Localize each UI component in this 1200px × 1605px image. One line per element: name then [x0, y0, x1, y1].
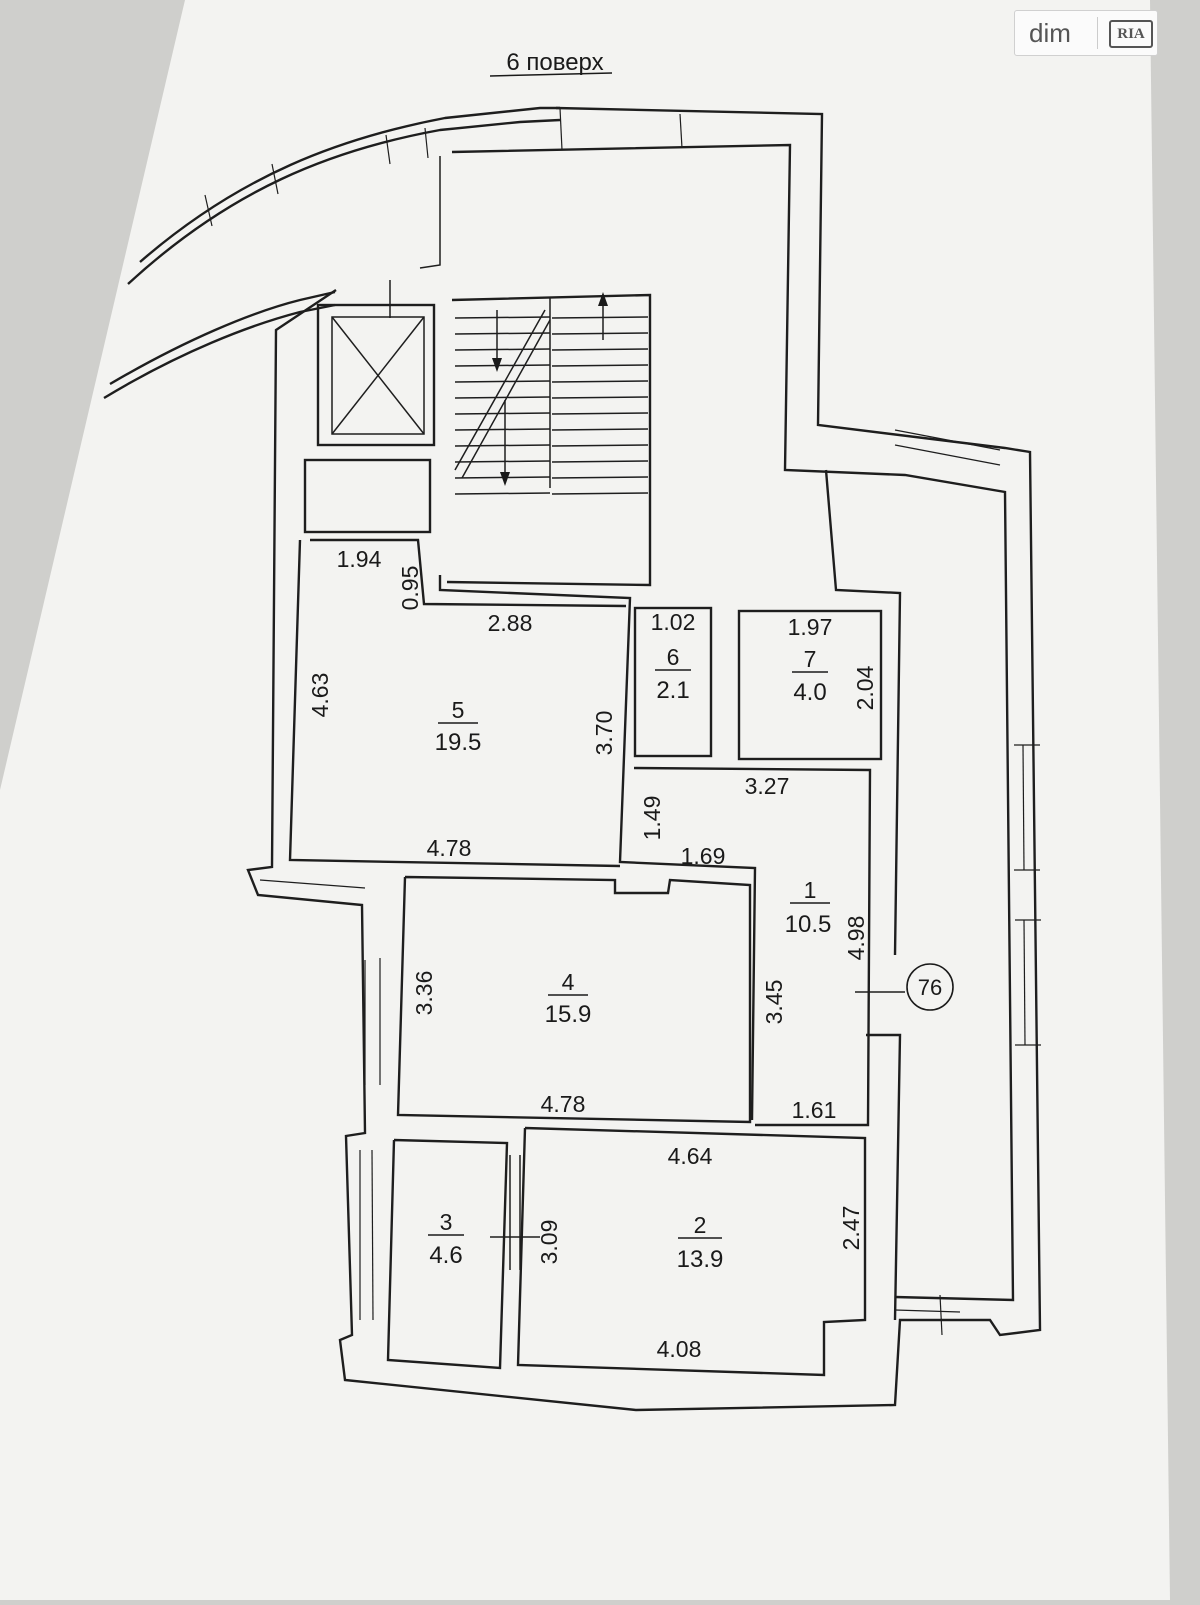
room-6-label: 6 2.1	[655, 644, 691, 704]
curved-facade	[103, 106, 561, 400]
dimension-label: 4.08	[657, 1336, 702, 1362]
dimension-labels: 1.94 0.95 4.63 2.88 3.70 4.78 1.02 1.97 …	[307, 546, 878, 1362]
apartment-number: 76	[918, 975, 942, 1000]
dimension-label: 2.47	[838, 1206, 864, 1251]
room-area: 15.9	[545, 1001, 592, 1028]
floor-title: 6 поверх	[506, 49, 603, 76]
room-number: 4	[562, 969, 575, 995]
room-number: 2	[694, 1212, 707, 1238]
room-area: 10.5	[785, 911, 832, 938]
paper-sheet	[0, 0, 1170, 1600]
room-number: 7	[804, 646, 817, 672]
dimension-label: 1.02	[651, 609, 696, 635]
watermark-separator	[1097, 17, 1098, 49]
watermark-dim: dim	[1029, 18, 1071, 48]
dimension-label: 4.78	[427, 835, 472, 861]
staircase	[446, 292, 652, 587]
room-1-label: 1 10.5	[785, 877, 832, 938]
dimension-label: 4.78	[541, 1091, 586, 1117]
dimension-label: 4.63	[307, 673, 333, 718]
dimension-label: 1.97	[788, 614, 833, 640]
dimension-label: 1.94	[337, 546, 382, 572]
room-3-label: 3 4.6	[428, 1209, 464, 1269]
dimension-label: 3.45	[761, 980, 787, 1025]
dimension-label: 2.88	[488, 610, 533, 636]
dimension-label: 3.09	[536, 1220, 562, 1265]
dimension-label: 3.27	[745, 773, 790, 799]
dimension-label: 4.64	[668, 1143, 713, 1169]
dimension-label: 3.70	[591, 711, 617, 756]
apartment-number-circle	[906, 963, 954, 1011]
room-area: 4.0	[793, 679, 826, 706]
room-number: 3	[440, 1209, 453, 1235]
watermark-ria: RIA	[1109, 20, 1153, 48]
dimension-label: 3.36	[411, 971, 437, 1016]
room-area: 19.5	[435, 729, 482, 756]
room-area: 13.9	[677, 1246, 724, 1273]
room-2-label: 2 13.9	[677, 1212, 724, 1273]
room-number: 5	[452, 697, 465, 723]
room-number: 6	[667, 644, 680, 670]
watermark-logo: dim RIA	[1014, 10, 1158, 56]
dimension-label: 1.69	[681, 843, 726, 869]
dimension-label: 0.95	[397, 566, 423, 611]
room-4-label: 4 15.9	[545, 969, 592, 1028]
dimension-label: 2.04	[852, 665, 878, 710]
room-number: 1	[804, 877, 817, 903]
room-area: 2.1	[656, 677, 689, 704]
room-7-label: 7 4.0	[792, 646, 828, 706]
interior-walls	[288, 469, 905, 1377]
room-5-label: 5 19.5	[435, 697, 482, 756]
elevator-shaft	[303, 280, 436, 534]
dimension-label: 1.49	[639, 796, 665, 841]
floor-title-underline	[489, 72, 613, 77]
outer-walls	[246, 106, 1042, 1412]
dimension-label: 4.98	[843, 916, 869, 961]
dimension-label: 1.61	[792, 1097, 837, 1123]
room-area: 4.6	[429, 1242, 462, 1269]
